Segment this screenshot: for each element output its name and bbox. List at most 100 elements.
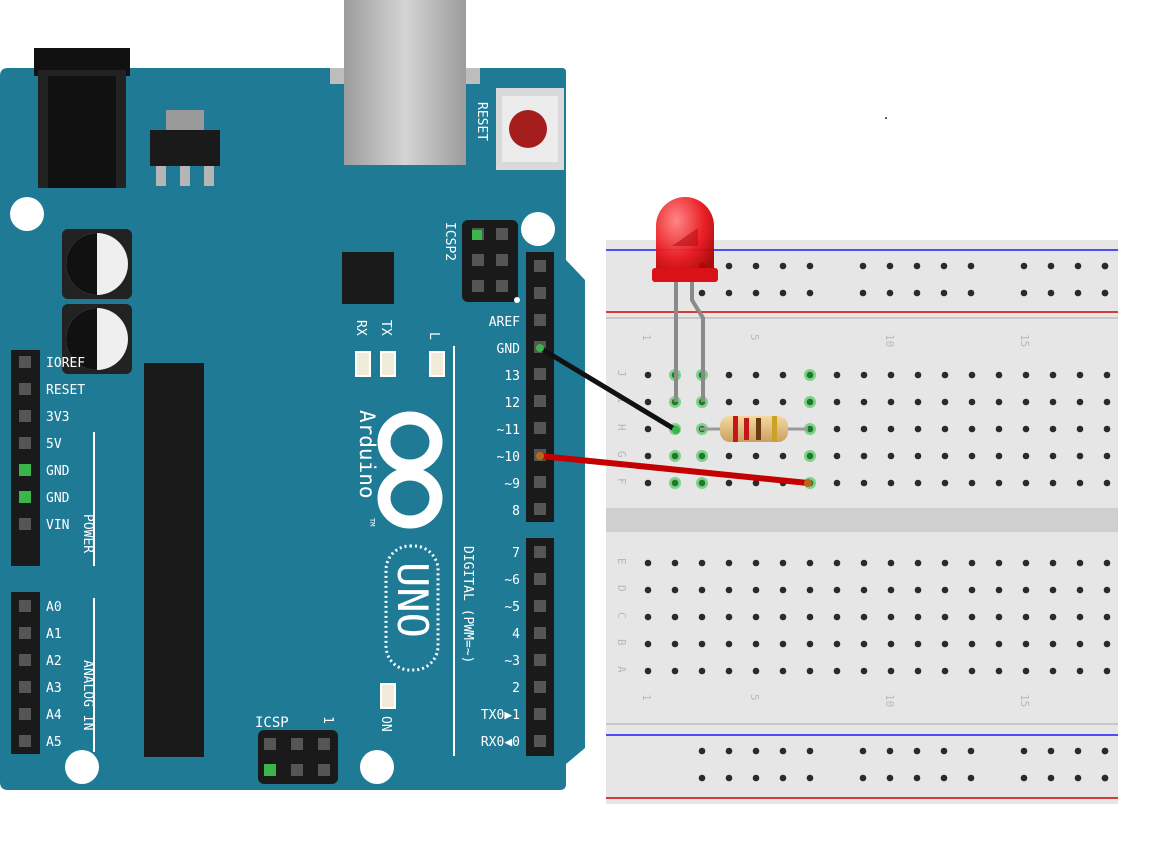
signal-wire-end	[536, 452, 544, 460]
breadboard-hole	[941, 586, 949, 594]
digital-pin-label: 12	[504, 396, 520, 411]
rail-hole	[859, 262, 867, 270]
rail-hole	[886, 774, 894, 782]
breadboard-hole	[995, 371, 1003, 379]
breadboard-hole	[1022, 371, 1030, 379]
rail-hole	[725, 774, 733, 782]
breadboard-hole	[1076, 559, 1084, 567]
digital-pin	[534, 573, 546, 585]
breadboard-hole	[779, 452, 787, 460]
power-label: POWER	[80, 514, 95, 553]
digital-pin	[534, 627, 546, 639]
power-pin-label: IOREF	[46, 356, 85, 371]
rail-hole	[779, 747, 787, 755]
usb-connector	[330, 0, 480, 165]
rail-hole	[698, 289, 706, 297]
row-letter: G	[615, 451, 628, 458]
breadboard-hole	[644, 479, 652, 487]
breadboard-hole	[968, 586, 976, 594]
rail-hole	[967, 747, 975, 755]
breadboard-hole	[1076, 586, 1084, 594]
rail-hole	[967, 289, 975, 297]
analog-pin-label: A2	[46, 654, 62, 669]
rail-hole	[913, 774, 921, 782]
breadboard-hole	[698, 479, 706, 487]
breadboard-hole	[941, 479, 949, 487]
breadboard-hole	[644, 452, 652, 460]
breadboard-hole	[725, 398, 733, 406]
icsp-label: ICSP	[255, 715, 289, 731]
breadboard-hole	[725, 479, 733, 487]
breadboard-hole	[860, 425, 868, 433]
arduino-brand: Arduino	[355, 410, 379, 499]
rail-hole	[1020, 289, 1028, 297]
usb-chip	[342, 252, 394, 304]
breadboard-hole	[779, 586, 787, 594]
breadboard-hole	[1076, 640, 1084, 648]
breadboard-hole	[752, 371, 760, 379]
digital-header-pins	[534, 260, 546, 747]
reset-button[interactable]	[496, 88, 564, 170]
uno-badge	[384, 544, 440, 672]
breadboard-hole	[725, 613, 733, 621]
arduino-logo	[377, 411, 443, 529]
rail-hole	[940, 262, 948, 270]
breadboard-hole	[887, 371, 895, 379]
breadboard-hole	[752, 586, 760, 594]
power-pin	[19, 518, 31, 530]
breadboard-hole	[1022, 640, 1030, 648]
rail-hole	[859, 747, 867, 755]
digital-pin	[534, 395, 546, 407]
digital-pin	[534, 314, 546, 326]
row-letter: B	[615, 639, 628, 646]
breadboard-hole	[1049, 371, 1057, 379]
breadboard-hole	[914, 452, 922, 460]
breadboard-hole	[887, 640, 895, 648]
status-leds	[355, 351, 445, 377]
power-jack	[34, 48, 130, 188]
rail-hole	[1047, 774, 1055, 782]
breadboard-hole	[968, 667, 976, 675]
rail-hole	[725, 747, 733, 755]
row-letter: J	[615, 370, 628, 377]
breadboard-hole	[779, 640, 787, 648]
breadboard-hole	[860, 452, 868, 460]
breadboard-hole	[1022, 667, 1030, 675]
rail-hole	[967, 774, 975, 782]
rail-hole	[1074, 774, 1082, 782]
breadboard-hole	[671, 559, 679, 567]
analog-pin-label: A3	[46, 681, 62, 696]
digital-label: DIGITAL (PWM=~)	[460, 546, 475, 663]
breadboard-hole	[671, 452, 679, 460]
gnd-wire	[537, 345, 679, 433]
digital-pin	[534, 735, 546, 747]
breadboard-hole	[941, 398, 949, 406]
on-led	[380, 683, 396, 709]
power-pin-label: GND	[46, 491, 70, 506]
breadboard-hole	[1076, 371, 1084, 379]
rail-hole	[1074, 289, 1082, 297]
rail-hole	[1101, 289, 1109, 297]
atmega-chip	[144, 363, 204, 757]
rail-hole	[725, 262, 733, 270]
breadboard-hole	[1103, 586, 1111, 594]
breadboard-hole	[1103, 667, 1111, 675]
breadboard-hole	[968, 613, 976, 621]
digital-pin-label: 13	[504, 369, 520, 384]
breadboard-hole	[914, 613, 922, 621]
digital-pin	[534, 260, 546, 272]
breadboard-hole	[671, 586, 679, 594]
board-name: UNO	[388, 562, 437, 638]
rail-hole	[886, 262, 894, 270]
breadboard-hole	[1049, 667, 1057, 675]
breadboard-hole	[968, 640, 976, 648]
gnd-wire-end	[536, 344, 544, 352]
breadboard-hole	[1103, 425, 1111, 433]
breadboard-hole	[806, 559, 814, 567]
breadboard-hole	[941, 667, 949, 675]
breadboard-hole	[1049, 640, 1057, 648]
breadboard-hole	[914, 425, 922, 433]
digital-pin	[534, 422, 546, 434]
tx-label: TX	[378, 320, 393, 336]
rail-hole	[1020, 262, 1028, 270]
